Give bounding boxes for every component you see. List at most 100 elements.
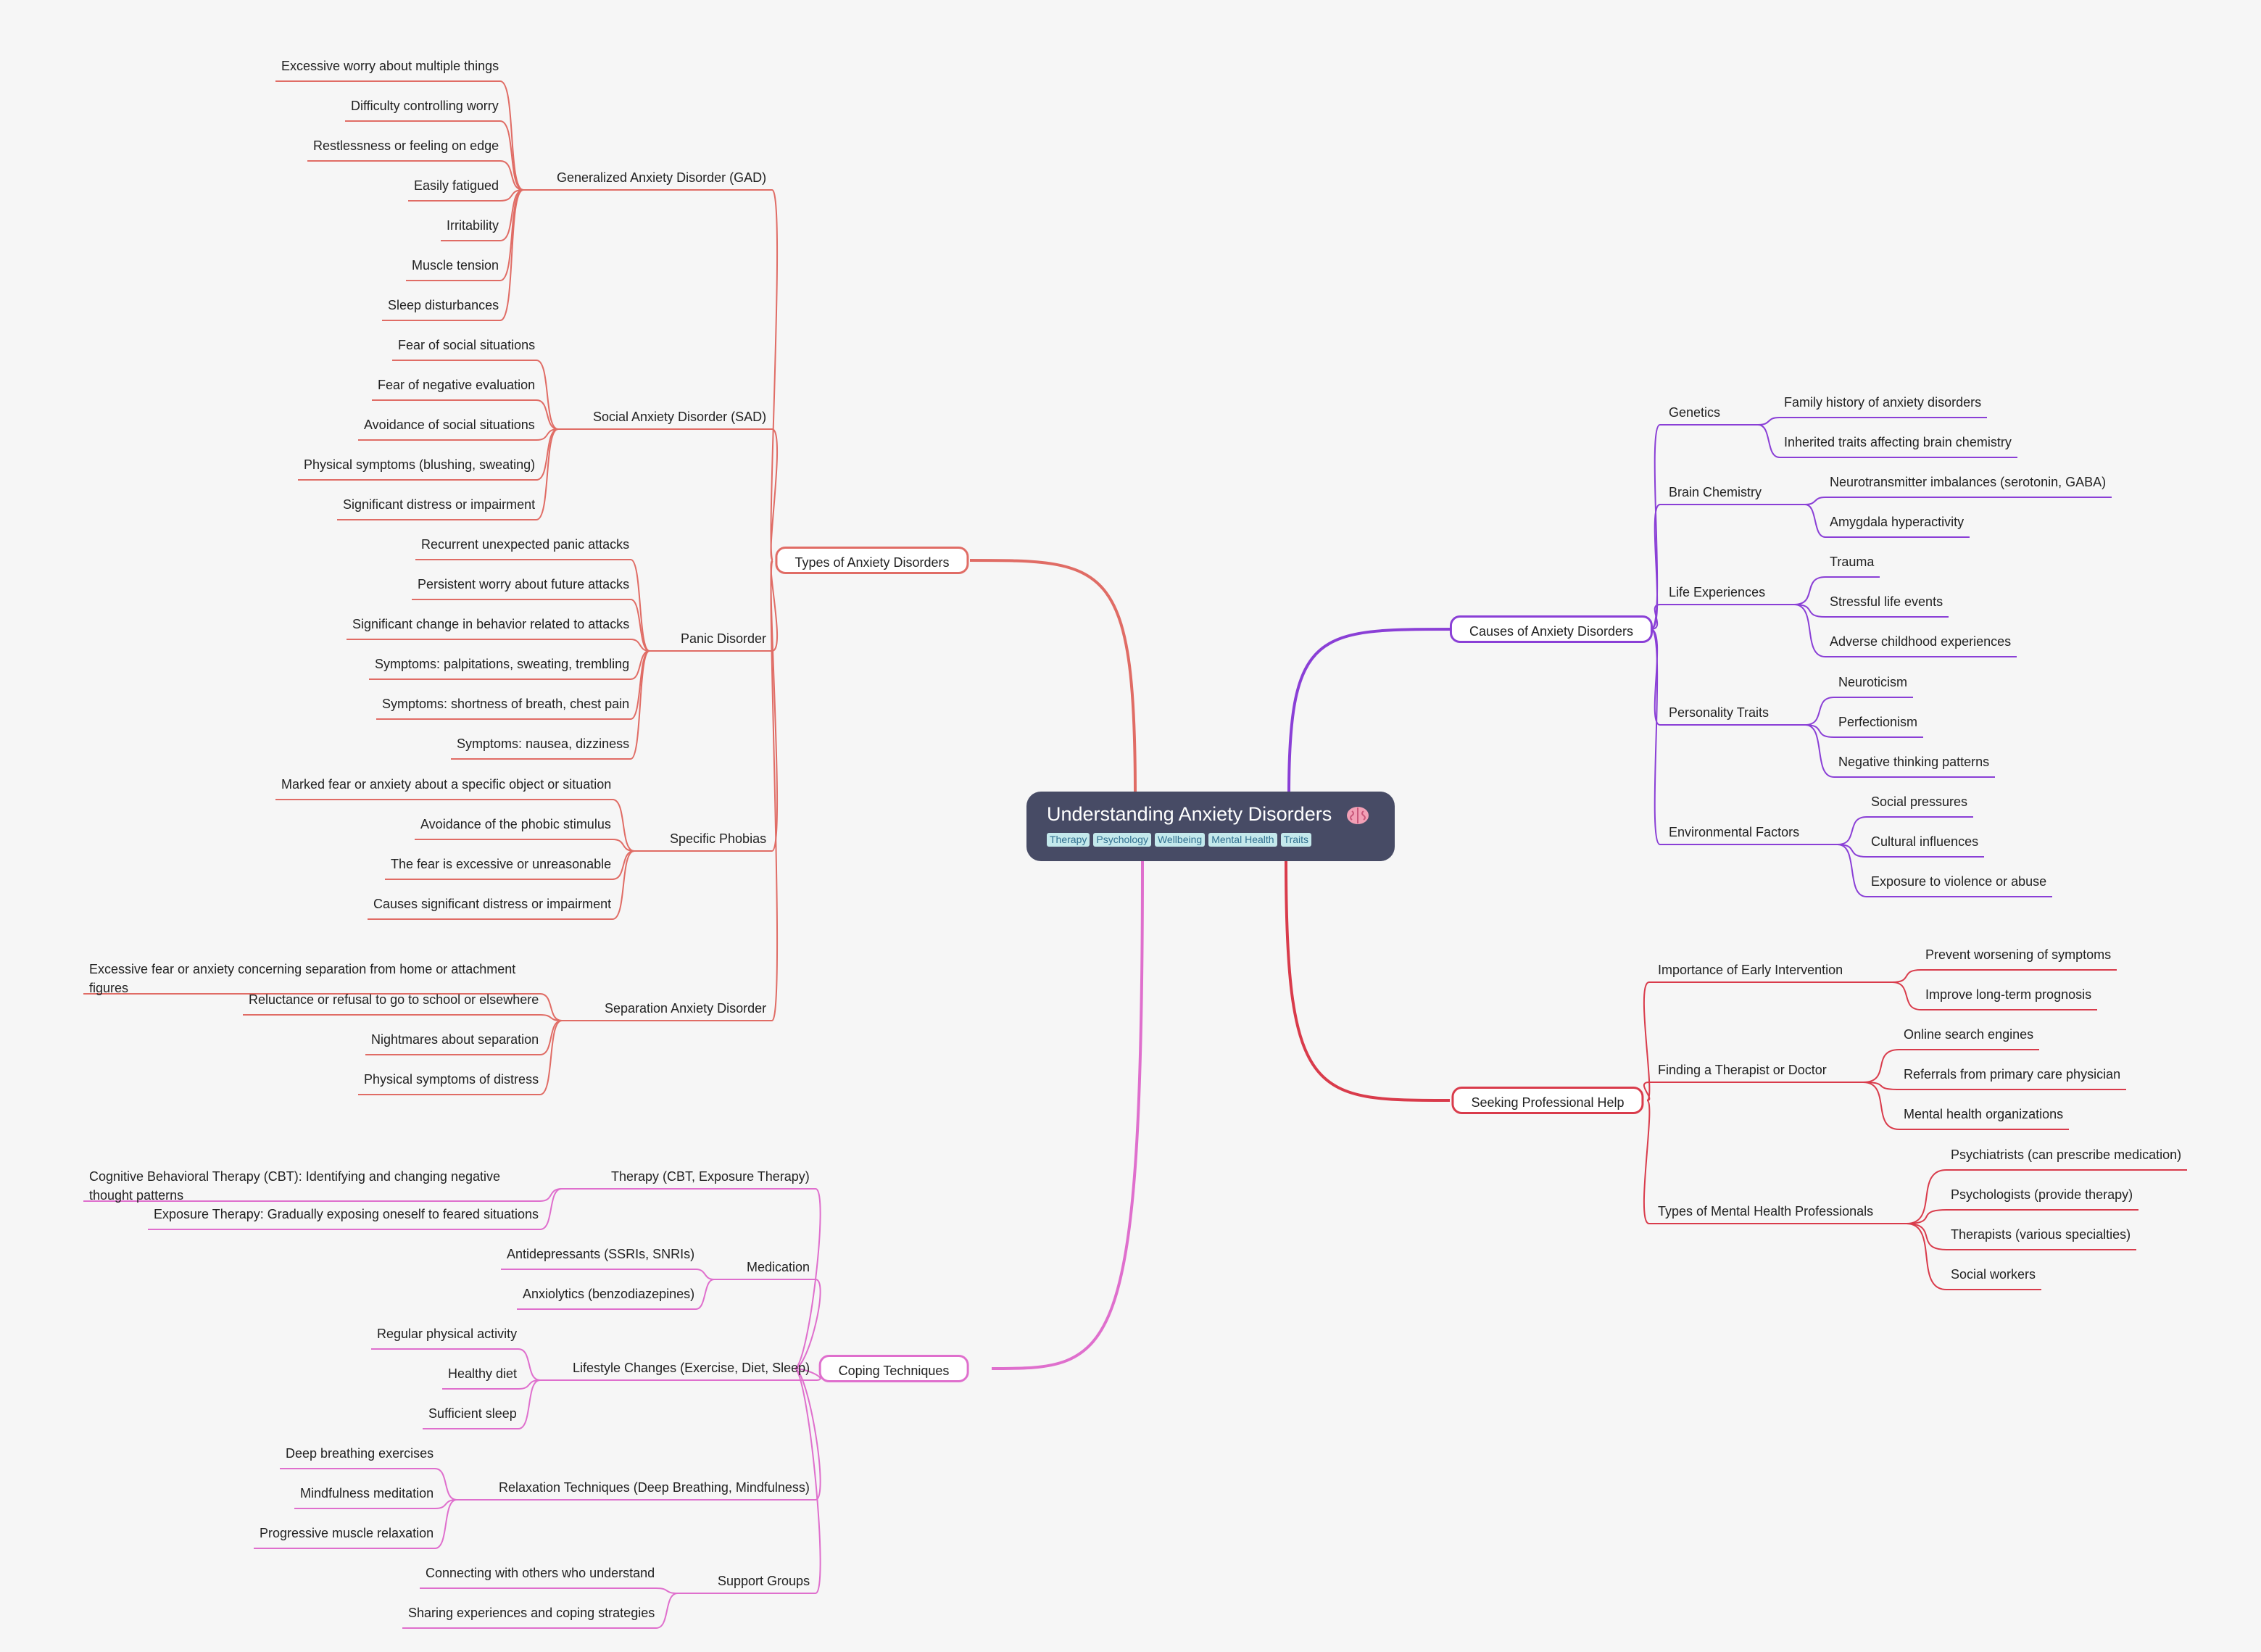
sub-topic[interactable]: Importance of Early Intervention xyxy=(1658,963,1843,977)
sub-topic[interactable]: Life Experiences xyxy=(1669,585,1766,599)
sub-topic[interactable]: Specific Phobias xyxy=(670,831,767,846)
leaf-item[interactable]: Social workers xyxy=(1951,1267,2036,1282)
leaf-item[interactable]: Sufficient sleep xyxy=(428,1406,517,1421)
leaf-item[interactable]: Avoidance of the phobic stimulus xyxy=(420,817,611,831)
sub-topic[interactable]: Environmental Factors xyxy=(1669,825,1800,839)
leaf-item[interactable]: Referrals from primary care physician xyxy=(1904,1067,2121,1082)
leaf-item[interactable]: Marked fear or anxiety about a specific … xyxy=(281,777,612,792)
leaf-item[interactable]: Recurrent unexpected panic attacks xyxy=(421,537,630,552)
leaf-item[interactable]: Perfectionism xyxy=(1838,715,1918,729)
sub-topic[interactable]: Support Groups xyxy=(718,1574,810,1588)
tag[interactable]: Wellbeing xyxy=(1154,833,1206,847)
leaf-item[interactable]: Significant change in behavior related t… xyxy=(352,617,630,631)
leaf-item[interactable]: Amygdala hyperactivity xyxy=(1830,515,1965,529)
leaf-item[interactable]: Cultural influences xyxy=(1871,834,1979,849)
leaf-item[interactable]: Online search engines xyxy=(1904,1027,2034,1042)
leaf-item[interactable]: Healthy diet xyxy=(448,1366,518,1381)
connector-line xyxy=(518,1348,541,1381)
leaf-item[interactable]: Physical symptoms (blushing, sweating) xyxy=(304,457,536,472)
leaf-item[interactable]: Fear of negative evaluation xyxy=(378,378,536,392)
sub-topic[interactable]: Generalized Anxiety Disorder (GAD) xyxy=(557,170,767,185)
connector-line xyxy=(539,1020,563,1095)
leaf-item[interactable]: Regular physical activity xyxy=(377,1327,518,1341)
connector-line xyxy=(1650,604,1661,630)
tag[interactable]: Traits xyxy=(1280,833,1312,847)
leaf-item[interactable]: Psychologists (provide therapy) xyxy=(1951,1187,2133,1202)
connector-line xyxy=(1757,417,1780,426)
leaf-item[interactable]: Negative thinking patterns xyxy=(1838,755,1990,769)
leaf-item[interactable]: Sharing experiences and coping strategie… xyxy=(408,1606,655,1620)
leaf-item[interactable]: Symptoms: palpitations, sweating, trembl… xyxy=(375,657,630,671)
connector-line xyxy=(1837,844,1867,897)
sub-topic[interactable]: Panic Disorder xyxy=(681,631,767,646)
leaf-item[interactable]: Restlessness or feeling on edge xyxy=(313,138,499,153)
leaf-item[interactable]: Easily fatigued xyxy=(414,178,499,193)
leaf-item[interactable]: Progressive muscle relaxation xyxy=(260,1526,434,1540)
leaf-item[interactable]: Therapists (various specialties) xyxy=(1951,1227,2131,1242)
leaf-item[interactable]: The fear is excessive or unreasonable xyxy=(391,857,612,871)
leaf-item[interactable]: Excessive fear or anxiety concerning sep… xyxy=(89,962,516,995)
leaf-item[interactable]: Neurotransmitter imbalances (serotonin, … xyxy=(1830,475,2107,489)
leaf-item[interactable]: Trauma xyxy=(1830,555,1875,569)
tag[interactable]: Mental Health xyxy=(1208,833,1277,847)
branch-node-types[interactable]: Types of Anxiety Disorders xyxy=(775,547,969,574)
leaf-item[interactable]: Reluctance or refusal to go to school or… xyxy=(249,992,539,1007)
leaf-item[interactable]: Symptoms: nausea, dizziness xyxy=(457,736,630,751)
tag[interactable]: Psychology xyxy=(1093,833,1151,847)
sub-topic[interactable]: Therapy (CBT, Exposure Therapy) xyxy=(611,1169,810,1184)
tag[interactable]: Therapy xyxy=(1047,833,1090,847)
sub-topic[interactable]: Medication xyxy=(747,1260,810,1274)
leaf-item[interactable]: Anxiolytics (benzodiazepines) xyxy=(523,1287,695,1301)
connector-line xyxy=(434,1499,457,1549)
sub-topic[interactable]: Brain Chemistry xyxy=(1669,485,1762,499)
leaf-item[interactable]: Mindfulness meditation xyxy=(300,1486,434,1501)
leaf-item[interactable]: Social pressures xyxy=(1871,794,1968,809)
connector-line xyxy=(1906,1169,1947,1224)
leaf-item[interactable]: Irritability xyxy=(447,218,499,233)
leaf-item[interactable]: Improve long-term prognosis xyxy=(1925,987,2092,1002)
leaf-item[interactable]: Difficulty controlling worry xyxy=(351,99,499,113)
sub-topic[interactable]: Finding a Therapist or Doctor xyxy=(1658,1063,1827,1077)
leaf-item[interactable]: Prevent worsening of symptoms xyxy=(1925,947,2112,962)
sub-topic[interactable]: Lifestyle Changes (Exercise, Diet, Sleep… xyxy=(573,1361,810,1375)
leaf-item[interactable]: Nightmares about separation xyxy=(371,1032,539,1047)
leaf-item[interactable]: Persistent worry about future attacks xyxy=(418,577,630,592)
leaf-item[interactable]: Avoidance of social situations xyxy=(364,418,535,432)
leaf-item[interactable]: Exposure Therapy: Gradually exposing one… xyxy=(154,1207,539,1221)
leaf-item[interactable]: Family history of anxiety disorders xyxy=(1784,395,1982,410)
leaf-item[interactable]: Antidepressants (SSRIs, SNRIs) xyxy=(507,1247,695,1261)
leaf-item[interactable]: Significant distress or impairment xyxy=(343,497,536,512)
connector-line xyxy=(1804,724,1835,778)
leaf-item[interactable]: Adverse childhood experiences xyxy=(1830,634,2012,649)
leaf-item[interactable]: Inherited traits affecting brain chemist… xyxy=(1784,435,2012,449)
leaf-item[interactable]: Sleep disturbances xyxy=(388,298,499,312)
leaf-item[interactable]: Muscle tension xyxy=(412,258,499,273)
connector-line xyxy=(1643,1100,1651,1224)
leaf-item[interactable]: Cognitive Behavioral Therapy (CBT): Iden… xyxy=(89,1169,500,1203)
sub-topic[interactable]: Social Anxiety Disorder (SAD) xyxy=(593,410,767,424)
leaf-item[interactable]: Stressful life events xyxy=(1830,594,1943,609)
brain-icon xyxy=(1347,807,1369,824)
sub-topic[interactable]: Separation Anxiety Disorder xyxy=(605,1001,767,1016)
branch-node-coping[interactable]: Coping Techniques xyxy=(818,1355,969,1382)
leaf-item[interactable]: Mental health organizations xyxy=(1904,1107,2064,1121)
connector-line xyxy=(434,1468,457,1501)
leaf-item[interactable]: Connecting with others who understand xyxy=(426,1566,655,1580)
sub-topic[interactable]: Personality Traits xyxy=(1669,705,1770,720)
leaf-item[interactable]: Deep breathing exercises xyxy=(286,1446,434,1461)
leaf-item[interactable]: Neuroticism xyxy=(1838,675,1908,689)
leaf-item[interactable]: Physical symptoms of distress xyxy=(364,1072,539,1087)
sub-topic[interactable]: Types of Mental Health Professionals xyxy=(1658,1204,1874,1219)
sub-topic[interactable]: Relaxation Techniques (Deep Breathing, M… xyxy=(499,1480,810,1495)
leaf-item[interactable]: Fear of social situations xyxy=(398,338,536,352)
sub-topic[interactable]: Genetics xyxy=(1669,405,1721,420)
leaf-item[interactable]: Exposure to violence or abuse xyxy=(1871,874,2047,889)
leaf-item[interactable]: Excessive worry about multiple things xyxy=(281,59,499,73)
branch-node-help[interactable]: Seeking Professional Help xyxy=(1451,1087,1644,1114)
connector-line xyxy=(1643,1082,1651,1101)
leaf-item[interactable]: Causes significant distress or impairmen… xyxy=(373,897,612,911)
leaf-item[interactable]: Symptoms: shortness of breath, chest pai… xyxy=(382,697,630,711)
branch-node-causes[interactable]: Causes of Anxiety Disorders xyxy=(1449,615,1654,643)
leaf-item[interactable]: Psychiatrists (can prescribe medication) xyxy=(1951,1147,2182,1162)
